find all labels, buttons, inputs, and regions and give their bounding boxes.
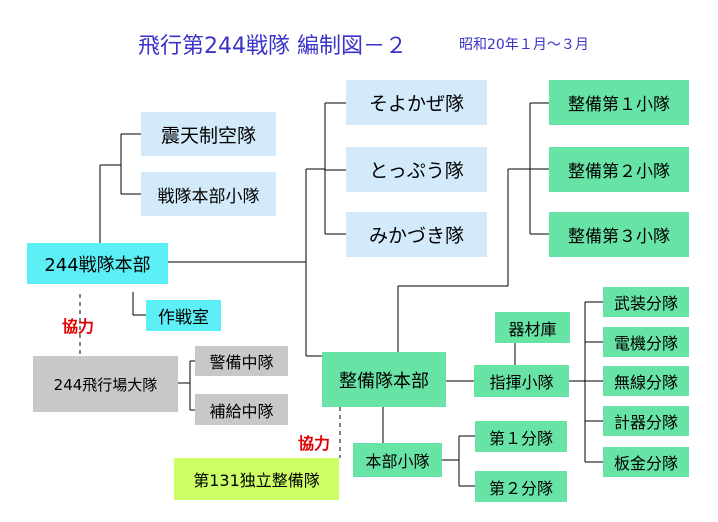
box-maint-platoon-3: 整備第３小隊 [549, 212, 689, 257]
box-squad-2: 第２分隊 [475, 471, 567, 502]
box-hq-platoon: 戦隊本部小隊 [141, 172, 276, 216]
box-weapons-squad: 武装分隊 [603, 287, 689, 317]
coop-label-left: 協力 [62, 317, 95, 336]
box-mikazuki: みかづき隊 [346, 212, 487, 257]
page-subtitle: 昭和20年１月～３月 [459, 37, 589, 53]
box-independent-maint: 第131独立整備隊 [174, 458, 339, 500]
box-airfield-battalion: 244飛行場大隊 [33, 356, 178, 412]
box-maint-platoon-2: 整備第２小隊 [549, 147, 689, 192]
box-shinten: 震天制空隊 [141, 112, 276, 156]
box-electrical-squad: 電機分隊 [603, 327, 689, 357]
page-title: 飛行第244戦隊 編制図－２ [138, 34, 407, 59]
box-ops-room: 作戦室 [146, 300, 221, 331]
box-toppu: とっぷう隊 [346, 147, 487, 192]
box-soyokaze: そよかぜ隊 [346, 80, 487, 125]
box-supply-company: 補給中隊 [195, 394, 288, 425]
box-command-platoon: 指揮小隊 [474, 365, 569, 397]
coop-label-right: 協力 [298, 434, 331, 453]
box-hq-small-platoon: 本部小隊 [353, 443, 442, 477]
box-radio-squad: 無線分隊 [603, 366, 689, 396]
box-guard-company: 警備中隊 [195, 346, 288, 376]
box-maint-hq: 整備隊本部 [322, 352, 446, 407]
box-materiel-depot: 器材庫 [495, 312, 570, 343]
box-instruments-squad: 計器分隊 [603, 406, 689, 436]
box-sheetmetal-squad: 板金分隊 [603, 447, 689, 477]
box-squad-1: 第１分隊 [475, 421, 567, 452]
box-hq: 244戦隊本部 [27, 243, 168, 284]
box-maint-platoon-1: 整備第１小隊 [549, 80, 689, 125]
